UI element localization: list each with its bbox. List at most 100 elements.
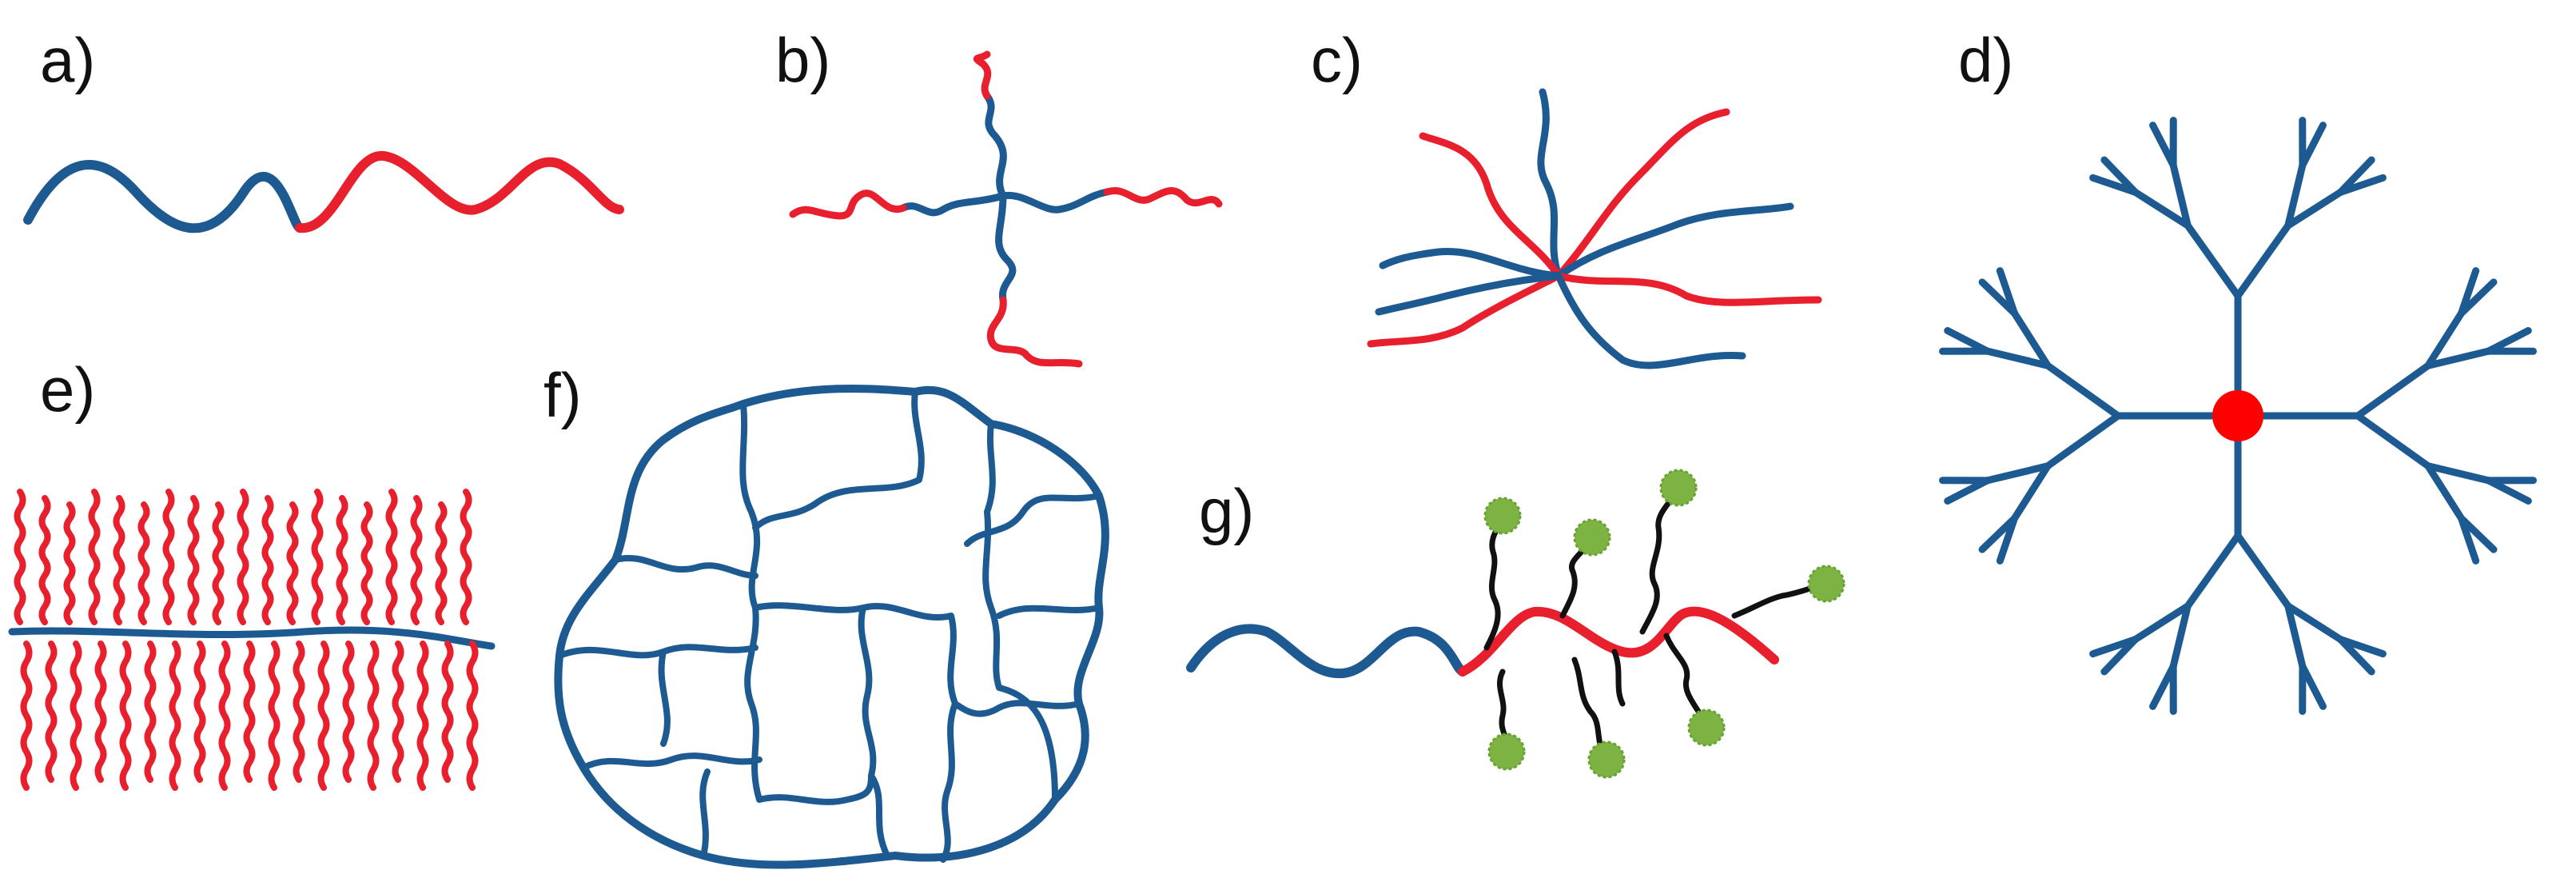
dendrimer-branch	[2424, 462, 2466, 522]
bottlebrush-side-chain-top	[311, 489, 324, 625]
panel-b-arm-left-blue	[899, 192, 1007, 217]
end-group-bead	[1487, 732, 1526, 771]
panel-label-d: d)	[1958, 25, 2014, 95]
bottlebrush-side-chain-top	[212, 501, 225, 625]
panel-c-arm-red-1	[1419, 132, 1563, 280]
dendrimer-branch	[2354, 412, 2432, 470]
bottlebrush-side-chain-bottom	[466, 641, 479, 791]
panel-a-linear-diblock	[23, 150, 624, 233]
panel-b-star-block	[789, 50, 1223, 368]
dendrimer-branch	[2485, 477, 2532, 505]
bottlebrush-side-chain-bottom	[20, 641, 33, 791]
dendrimer-branch	[2336, 636, 2375, 676]
bottlebrush-side-chain-top	[187, 495, 200, 625]
panel-c-arm-blue-3	[1555, 272, 1746, 369]
panel-g-backbone-red	[1458, 606, 1779, 676]
end-group-bead	[1807, 565, 1845, 603]
dendrimer-branch	[2089, 636, 2140, 658]
panel-c-arm-red-2	[1555, 108, 1730, 280]
bottlebrush-side-chain-top	[137, 501, 150, 625]
bottlebrush-side-chain-bottom	[144, 641, 157, 783]
panel-label-b: b)	[775, 25, 831, 95]
dendrimer-branch	[2100, 156, 2140, 196]
end-group-bead	[1587, 740, 1626, 779]
panel-b-arm-down-blue	[995, 192, 1017, 304]
bottlebrush-side-chain-bottom	[367, 641, 380, 791]
end-group-bead	[1573, 518, 1611, 557]
bottlebrush-side-chain-top	[14, 489, 26, 625]
bottlebrush-side-chain-bottom	[293, 641, 305, 783]
bottlebrush-side-chain-top	[460, 489, 472, 625]
dendrimer-branch	[2458, 278, 2498, 317]
bottlebrush-side-chain-bottom	[218, 641, 231, 791]
dendrimer-branch	[1983, 347, 2052, 369]
dendrimer-branch	[2132, 188, 2192, 229]
bottlebrush-side-chain-bottom	[94, 641, 107, 783]
bottlebrush-side-chain-bottom	[416, 641, 429, 791]
bottlebrush-side-chain-bottom	[70, 641, 82, 791]
dendrimer-branch	[2354, 361, 2432, 420]
dendrimer-branch	[1978, 514, 2018, 553]
panel-label-a: a)	[40, 25, 96, 95]
bottlebrush-side-chain-bottom	[392, 641, 404, 783]
dendrimer-branch	[2184, 532, 2242, 610]
bottlebrush-backbone	[8, 626, 496, 650]
bottlebrush-side-chain-bottom	[268, 641, 281, 791]
dendrimer-branch	[2234, 532, 2292, 610]
dendrimer-branch	[2284, 188, 2344, 229]
dendrimer-branch	[2044, 361, 2122, 420]
dendrimer-branch	[2149, 663, 2177, 710]
panel-f-network	[554, 384, 1109, 869]
panel-c-arm-blue-1	[1537, 88, 1563, 280]
dendrimer-branch	[2184, 222, 2242, 300]
panel-b-arm-right-red	[1103, 187, 1223, 208]
panel-f-network-outline	[554, 384, 1109, 869]
dendrimer-branch	[2424, 347, 2493, 369]
end-group-bead	[1687, 708, 1726, 747]
bottlebrush-side-chain-top	[385, 489, 398, 625]
dendrimer-branch	[2299, 122, 2327, 169]
dendrimer-branch	[2424, 462, 2493, 485]
dendrimer-branch	[1944, 327, 1991, 355]
panel-b-arm-left-red	[789, 190, 907, 220]
bottlebrush-side-chain-top	[237, 489, 249, 625]
panel-g-backbone-blue	[1186, 624, 1467, 679]
bottlebrush-side-chain-bottom	[441, 641, 454, 783]
panel-label-e: e)	[40, 354, 96, 425]
bottlebrush-side-chain-top	[38, 495, 51, 625]
bottlebrush-side-chain-top	[410, 495, 423, 625]
bottlebrush-side-chain-bottom	[45, 641, 58, 783]
bottlebrush-side-chain-bottom	[342, 641, 355, 783]
end-group-bead	[1483, 497, 1522, 535]
dendrimer-branch	[2044, 412, 2122, 470]
dendrimer-branch	[2424, 309, 2466, 369]
bottlebrush-side-chain-bottom	[243, 641, 256, 783]
bottlebrush-side-chain-top	[113, 495, 125, 625]
bottlebrush-side-chain-top	[286, 501, 299, 625]
panel-e-bottlebrush	[8, 489, 496, 791]
dendrimer-branch	[2010, 462, 2052, 522]
dendrimer-branch	[1983, 462, 2052, 485]
bottlebrush-side-chain-bottom	[193, 641, 206, 783]
dendrimer-branch	[1996, 267, 2018, 317]
panel-b-arm-down-red	[986, 296, 1083, 368]
dendrimer-branch	[2458, 514, 2480, 565]
panel-g-end-groups	[1483, 469, 1845, 779]
bottlebrush-side-chain-bottom	[119, 641, 132, 791]
dendrimer-branch	[2169, 602, 2192, 671]
panel-g-graft-chains	[1483, 485, 1829, 763]
panel-d-dendrimer	[1939, 117, 2537, 715]
bottlebrush-side-chain-top	[435, 501, 448, 625]
dendrimer-branch	[2336, 174, 2387, 196]
bottlebrush-side-chain-top	[336, 495, 348, 625]
panel-c-arm-red-3	[1555, 272, 1822, 306]
panel-label-c: c)	[1311, 25, 1363, 95]
panel-g-graft-copolymer	[1186, 469, 1845, 779]
panel-label-g: g)	[1199, 476, 1255, 546]
end-group-bead	[1659, 469, 1698, 507]
dendrimer-branch	[2284, 602, 2307, 671]
bottlebrush-side-chain-top	[261, 495, 274, 625]
panel-label-f: f)	[543, 360, 582, 430]
